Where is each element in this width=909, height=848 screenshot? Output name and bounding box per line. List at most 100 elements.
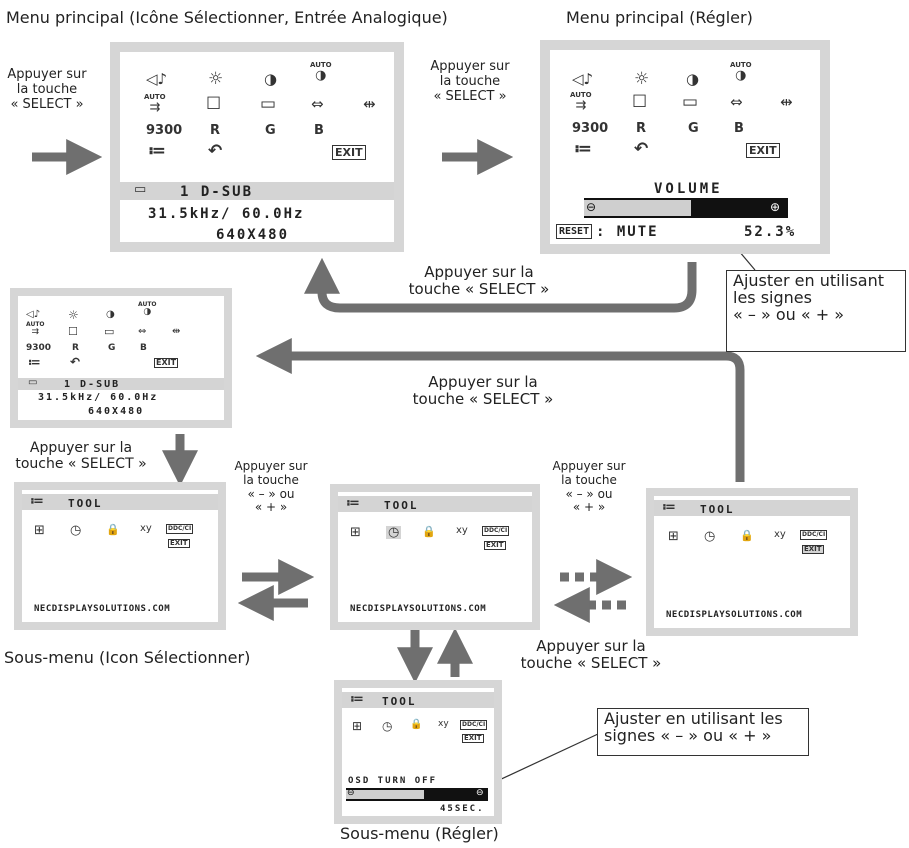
contrast-icon[interactable]: ◑ (686, 70, 700, 88)
blue-icon[interactable]: B (734, 121, 746, 136)
arrow-return-to-main (304, 257, 697, 313)
contrast-icon[interactable]: ◑ (264, 70, 278, 88)
reset-icon[interactable]: ↶ (634, 139, 649, 159)
brightness-icon[interactable]: ☼ (634, 69, 650, 89)
red-icon[interactable]: R (72, 343, 81, 353)
tool-icon[interactable]: ≔ (574, 139, 593, 159)
color-temp-icon[interactable]: 9300 (572, 121, 609, 136)
hot-key-icon[interactable]: xy (774, 529, 786, 540)
arrow-return-to-small-main (255, 338, 745, 482)
osd-main-adjust-screen: ◁♪ ☼ ◑ AUTO◑ AUTO⇉ ☐ ▭ ⇔ ⇹ 9300 R G B ≔ … (540, 40, 830, 254)
plus-icon[interactable]: ⊕ (770, 200, 781, 214)
fine-icon[interactable]: ⇹ (780, 93, 793, 111)
input-label: 1 D-SUB (64, 379, 121, 390)
osd-timer-icon[interactable]: ◷ (70, 523, 82, 538)
osd-turn-off-slider-fill (346, 790, 425, 799)
reset-icon[interactable]: ↶ (208, 141, 223, 161)
osd-turn-off-slider[interactable]: ⊖ ⊖ (346, 788, 488, 801)
exit-icon[interactable]: EXIT (332, 145, 366, 160)
tool-header-bar (338, 496, 532, 512)
size-icon[interactable]: ▭ (682, 92, 699, 112)
mute-label: : MUTE (596, 224, 659, 240)
language-icon[interactable]: ⊞ (34, 523, 45, 538)
hot-key-icon[interactable]: xy (140, 523, 152, 534)
exit-icon[interactable]: EXIT (462, 734, 484, 743)
osd-timer-icon[interactable]: ◷ (386, 525, 402, 540)
green-icon[interactable]: G (108, 343, 118, 353)
language-icon[interactable]: ⊞ (350, 525, 361, 540)
auto-setup-icon[interactable]: AUTO⇉ (570, 91, 592, 113)
tool-icon[interactable]: ≔ (28, 355, 41, 369)
fine-icon[interactable]: ⇹ (363, 95, 376, 113)
tool-icon[interactable]: ≔ (148, 141, 167, 161)
size-icon[interactable]: ▭ (104, 325, 115, 338)
input-label: 1 D-SUB (180, 184, 254, 200)
osd-timer-icon[interactable]: ◷ (382, 719, 393, 733)
position-icon[interactable]: ☐ (632, 92, 648, 112)
osd-lock-icon[interactable]: 🔒 (422, 525, 436, 538)
hot-key-icon[interactable]: xy (438, 719, 449, 729)
red-icon[interactable]: R (636, 121, 649, 136)
tool-screen-2: ≔ TOOL ⊞ ◷ 🔒 xy DDC/CI EXIT NECDISPLAYSO… (330, 484, 540, 630)
h-size-icon[interactable]: ⇔ (730, 93, 743, 111)
blue-icon[interactable]: B (314, 123, 326, 138)
tool-title: TOOL (68, 497, 103, 510)
ddc-ci-icon[interactable]: DDC/CI (800, 530, 828, 540)
ddc-ci-icon[interactable]: DDC/CI (460, 720, 488, 730)
osd-lock-icon[interactable]: 🔒 (106, 523, 120, 536)
minus-icon[interactable]: ⊖ (347, 788, 355, 798)
green-icon[interactable]: G (265, 123, 278, 138)
ddc-ci-icon[interactable]: DDC/CI (482, 526, 510, 536)
auto-adjust-icon[interactable]: AUTO◑ (138, 301, 157, 317)
volume-slider[interactable]: ⊖ ⊕ (584, 198, 788, 218)
brightness-icon[interactable]: ☼ (68, 308, 79, 322)
exit-icon[interactable]: EXIT (154, 358, 179, 368)
tool-header-bar (22, 494, 218, 510)
minus-icon[interactable]: ⊖ (586, 200, 597, 214)
language-icon[interactable]: ⊞ (352, 719, 363, 733)
red-icon[interactable]: R (210, 123, 223, 138)
color-temp-icon[interactable]: 9300 (26, 343, 52, 353)
position-icon[interactable]: ☐ (68, 325, 78, 338)
position-icon[interactable]: ☐ (206, 94, 222, 114)
frequency-label: 31.5kHz/ 60.0Hz (38, 392, 159, 403)
h-size-icon[interactable]: ⇔ (311, 95, 324, 113)
volume-icon[interactable]: ◁♪ (572, 70, 594, 88)
fine-icon[interactable]: ⇹ (172, 326, 181, 337)
exit-icon[interactable]: EXIT (746, 143, 780, 158)
tool-screen-1: ≔ TOOL ⊞ ◷ 🔒 xy DDC/CI EXIT NECDISPLAYSO… (14, 482, 226, 630)
contrast-icon[interactable]: ◑ (106, 309, 115, 320)
color-temp-icon[interactable]: 9300 (146, 123, 183, 138)
osd-main-small-screen: ◁♪ ☼ ◑ AUTO◑ AUTO⇉ ☐ ▭ ⇔ ⇹ 9300 R G B ≔ … (10, 288, 232, 428)
osd-timer-icon[interactable]: ◷ (704, 529, 716, 544)
size-icon[interactable]: ▭ (260, 94, 277, 114)
brightness-icon[interactable]: ☼ (208, 69, 224, 89)
plus-icon[interactable]: ⊖ (476, 788, 484, 798)
note-select-5: Appuyer sur la touche « SELECT » (15, 440, 147, 473)
tool-header-bar (654, 500, 850, 516)
blue-icon[interactable]: B (140, 343, 149, 353)
green-icon[interactable]: G (688, 121, 701, 136)
connector-icon: ▭ (28, 377, 38, 388)
language-icon[interactable]: ⊞ (668, 529, 679, 544)
volume-icon[interactable]: ◁♪ (146, 70, 168, 88)
auto-setup-icon[interactable]: AUTO⇉ (144, 93, 166, 115)
reset-icon[interactable]: ↶ (70, 355, 81, 369)
exit-icon[interactable]: EXIT (484, 541, 506, 550)
auto-setup-icon[interactable]: AUTO⇉ (26, 321, 45, 337)
hot-key-icon[interactable]: xy (456, 525, 468, 536)
reset-button[interactable]: RESET (556, 224, 593, 239)
note-plus-minus-2: Appuyer sur la touche « – » ou « + » (552, 459, 626, 515)
osd-lock-icon[interactable]: 🔒 (410, 719, 423, 730)
osd-main-select-screen: ◁♪ ☼ ◑ AUTO◑ AUTO⇉ ☐ ▭ ⇔ ⇹ 9300 R G B ≔ … (110, 42, 404, 252)
h-size-icon[interactable]: ⇔ (138, 326, 147, 337)
auto-adjust-icon[interactable]: AUTO◑ (310, 61, 332, 83)
auto-adjust-icon[interactable]: AUTO◑ (730, 61, 752, 83)
exit-icon[interactable]: EXIT (168, 539, 190, 548)
ddc-ci-icon[interactable]: DDC/CI (166, 524, 194, 534)
volume-icon[interactable]: ◁♪ (26, 309, 41, 320)
callout-volume: Ajuster en utilisant les signes « – » ou… (726, 270, 906, 352)
tool-adjust-screen: ≔ TOOL ⊞ ◷ 🔒 xy DDC/CI EXIT OSD TURN OFF… (334, 680, 502, 824)
exit-icon[interactable]: EXIT (802, 545, 824, 554)
osd-lock-icon[interactable]: 🔒 (740, 529, 754, 542)
